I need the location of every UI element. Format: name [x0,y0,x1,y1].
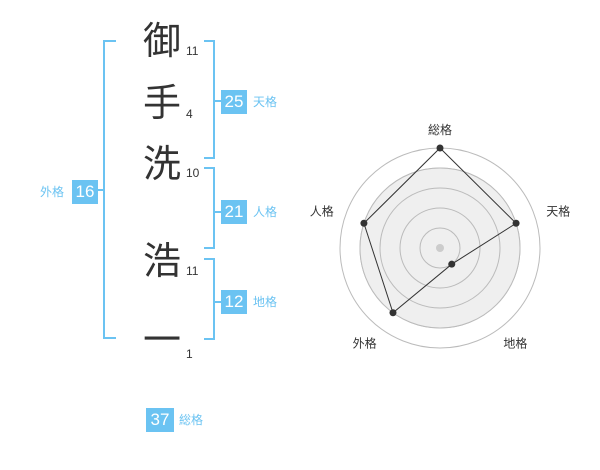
soukaku-score: 37 [146,408,174,432]
soukaku-label: 総格 [179,413,204,427]
radar-center-dot [436,244,444,252]
tenkaku-bracket [204,40,215,159]
name-char-4: 浩 [142,239,181,283]
name-char-5: 一 [142,318,181,362]
chikaku-score: 12 [221,290,247,314]
stroke-count-3: 10 [186,166,200,180]
radar-axis-label: 天格 [546,204,570,219]
chikaku-label: 地格 [253,295,278,309]
gaikaku-bracket [103,40,116,339]
radar-axis-label: 人格 [310,204,334,219]
tenkaku-label: 天格 [253,95,278,109]
name-char-3: 洗 [142,142,181,186]
gaikaku-label: 外格 [40,185,65,199]
stroke-count-4: 11 [186,264,199,278]
radar-point-2 [512,219,520,227]
radar-axis-label: 外格 [353,335,377,350]
radar-axis-label: 地格 [503,335,527,350]
stroke-count-2: 4 [186,107,193,121]
stroke-count-1: 11 [186,44,199,58]
jinkaku-bracket [204,167,215,249]
radar-value-polygon [363,147,517,314]
radar-point-3 [448,260,456,268]
tenkaku-score: 25 [221,90,247,114]
name-char-1: 御 [142,19,181,63]
jinkaku-label: 人格 [253,205,278,219]
jinkaku-score: 21 [221,200,247,224]
radar-point-5 [360,219,368,227]
chikaku-bracket [204,258,215,340]
radar-point-4 [389,309,397,317]
radar-ring [419,227,461,269]
gaikaku-score: 16 [72,180,98,204]
name-char-2: 手 [142,81,181,125]
radar-point-1 [436,144,444,152]
radar-axis-label: 総格 [428,122,452,137]
radar-ring [379,187,501,309]
radar-ring [399,207,481,289]
stroke-count-5: 1 [186,347,193,361]
